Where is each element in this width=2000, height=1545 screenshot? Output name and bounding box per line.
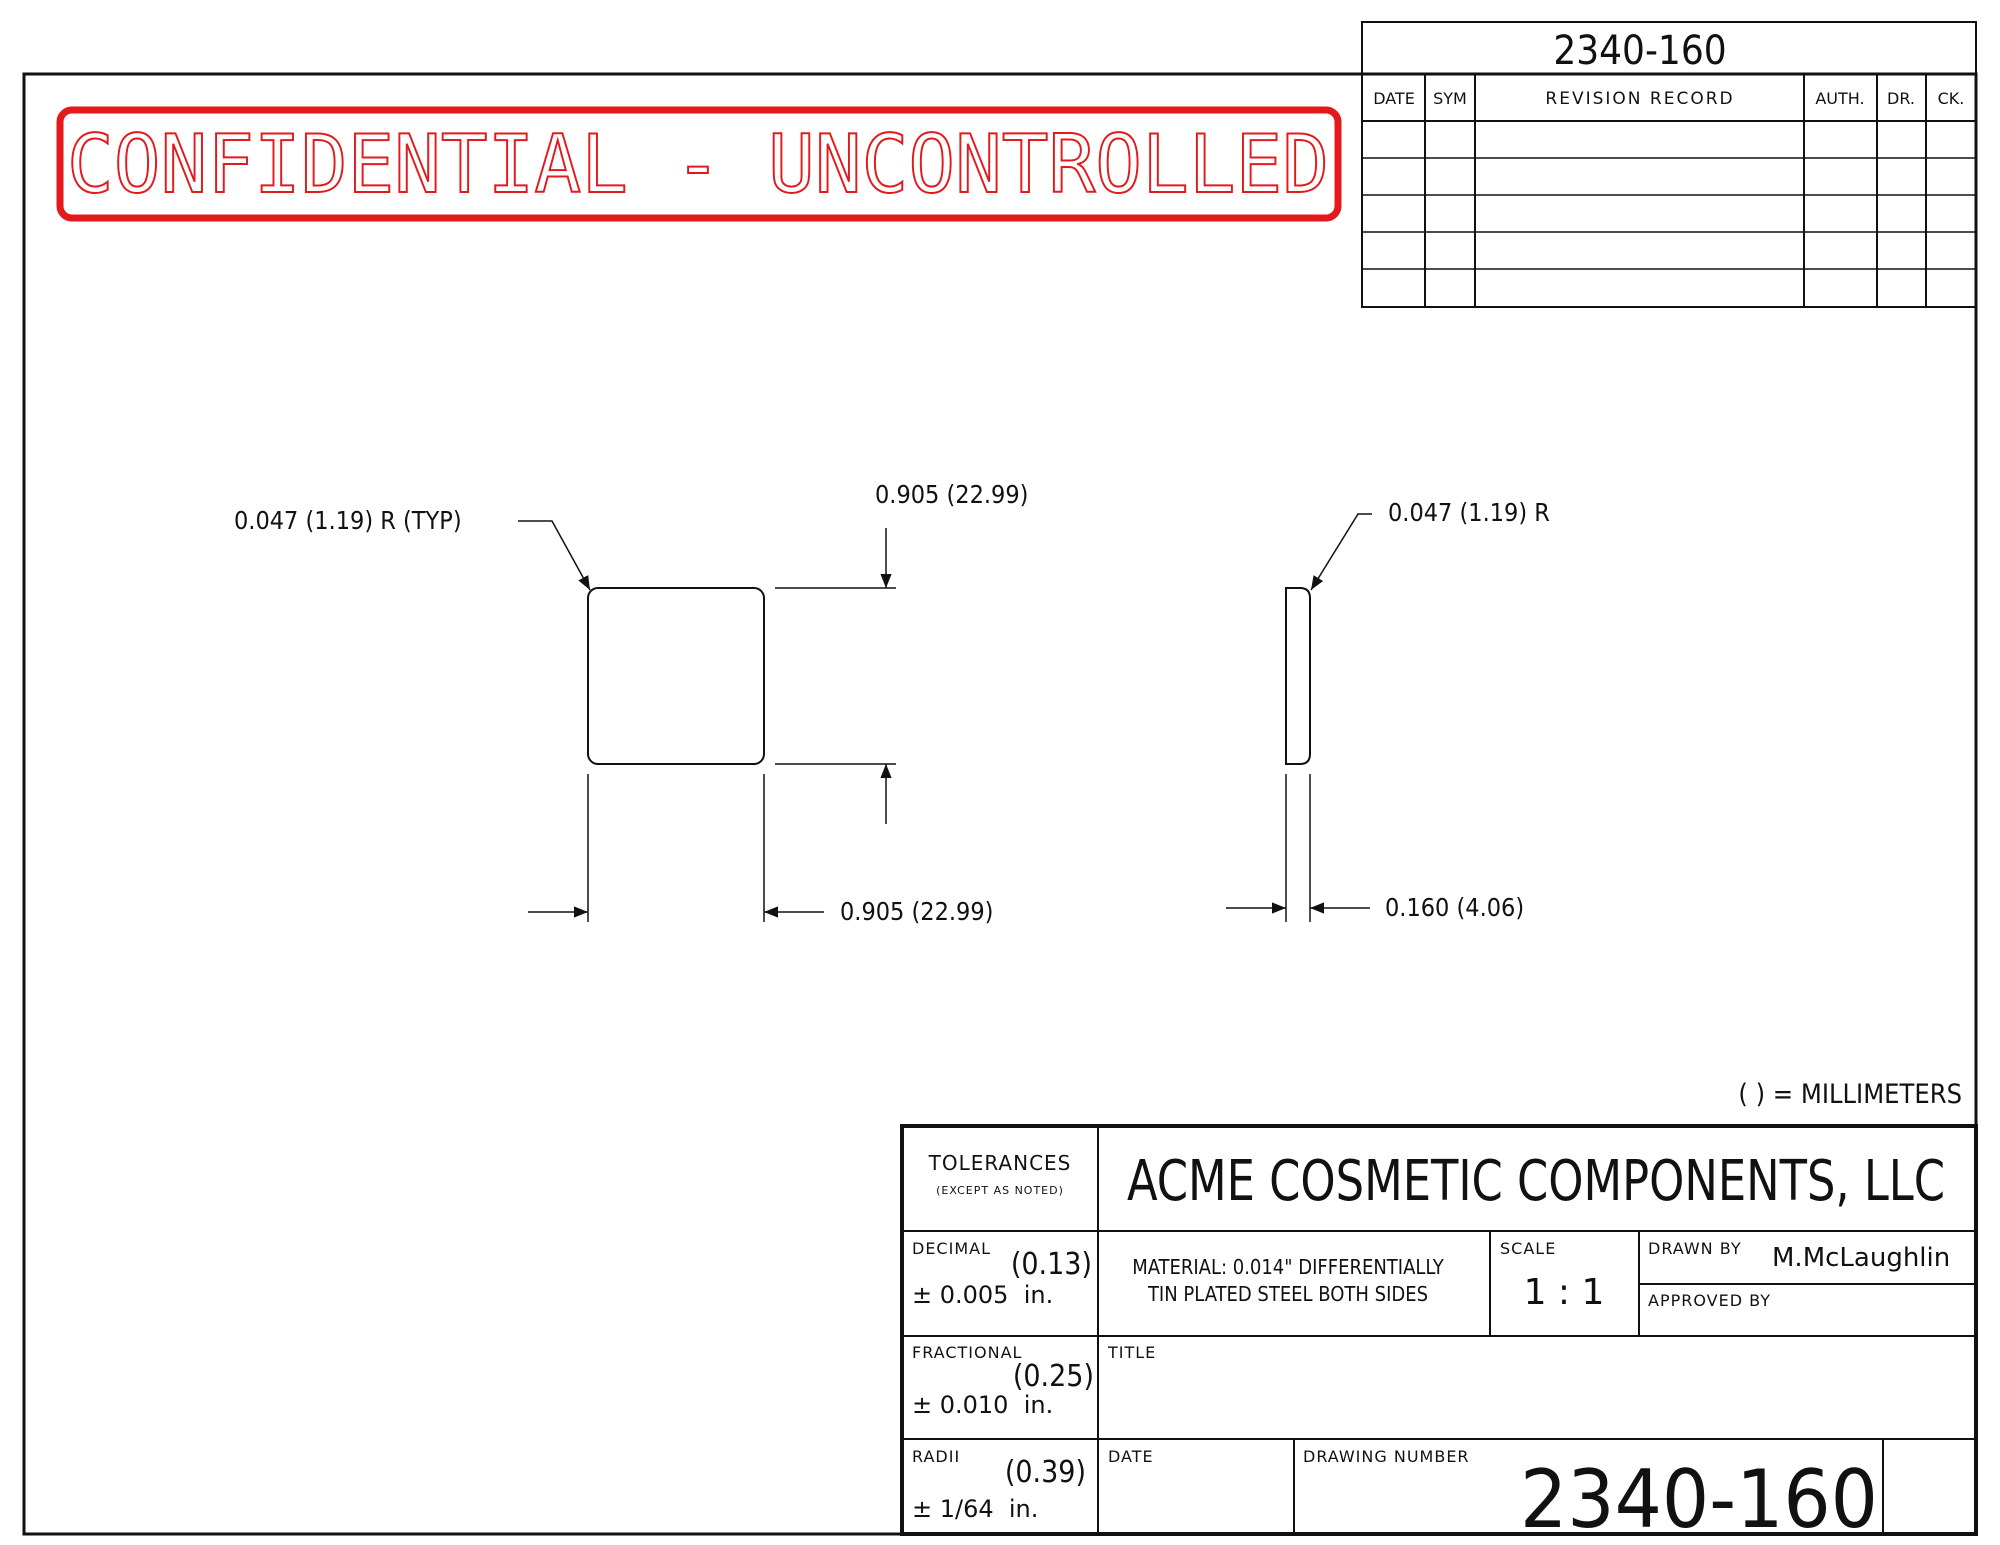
drawing-border (22, 72, 1978, 1536)
radii-label: RADII (912, 1447, 960, 1466)
rev-header-date: DATE (1373, 89, 1415, 108)
material-line-1: MATERIAL: 0.014" DIFFERENTIALLY (1132, 1255, 1445, 1279)
stamp-text: CONFIDENTIAL - UNCONTROLLED (67, 118, 1329, 211)
front-radius-leader (518, 520, 591, 591)
company-name: ACME COSMETIC COMPONENTS, LLC (1127, 1149, 1945, 1214)
top-number-box: 2340-160 (1361, 21, 1977, 75)
radii-mm: (0.39) (1005, 1455, 1086, 1490)
decimal-mm: (0.13) (1011, 1247, 1092, 1282)
front-height-label: 0.905 (22.99) (875, 480, 1028, 509)
decimal-label: DECIMAL (912, 1239, 991, 1258)
tolerances-label: TOLERANCES (928, 1151, 1072, 1175)
material-line-2: TIN PLATED STEEL BOTH SIDES (1147, 1282, 1428, 1306)
date-label: DATE (1108, 1447, 1154, 1466)
side-view: 0.047 (1.19) R 0.160 (4.06) (1226, 498, 1550, 922)
rev-header-sym: SYM (1433, 89, 1467, 108)
side-radius-leader (1310, 513, 1372, 591)
top-drawing-number: 2340-160 (1553, 28, 1726, 74)
decimal-in: ± 0.005 in. (912, 1281, 1053, 1309)
side-thickness-label: 0.160 (4.06) (1385, 893, 1524, 922)
approved-by-label: APPROVED BY (1648, 1291, 1771, 1310)
revision-block: DATE SYM REVISION RECORD AUTH. DR. CK. (1361, 73, 1977, 308)
scale-value: 1 : 1 (1524, 1272, 1605, 1313)
confidential-stamp: CONFIDENTIAL - UNCONTROLLED (56, 106, 1342, 222)
front-radius-label: 0.047 (1.19) R (TYP) (234, 506, 462, 535)
fractional-in: ± 0.010 in. (912, 1391, 1053, 1419)
rev-header-auth: AUTH. (1815, 89, 1864, 108)
tolerances-sub: (EXCEPT AS NOTED) (936, 1184, 1064, 1197)
side-radius-label: 0.047 (1.19) R (1388, 498, 1550, 527)
title-label: TITLE (1107, 1343, 1156, 1362)
fractional-mm: (0.25) (1013, 1359, 1094, 1394)
drawing-number: 2340-160 (1520, 1453, 1878, 1545)
side-view-outline (1285, 587, 1311, 765)
rev-header-ck: CK. (1938, 89, 1965, 108)
radii-in: ± 1/64 in. (912, 1495, 1038, 1523)
front-view: 0.047 (1.19) R (TYP) 0.905 (22.99) 0.905… (234, 480, 1028, 926)
rev-header-record: REVISION RECORD (1545, 89, 1734, 109)
front-view-outline (587, 587, 765, 765)
front-width-label: 0.905 (22.99) (840, 897, 993, 926)
drawn-by-label: DRAWN BY (1648, 1239, 1742, 1258)
units-note: ( ) = MILLIMETERS (1738, 1079, 1962, 1110)
fractional-label: FRACTIONAL (912, 1343, 1022, 1362)
drawn-by-value: M.McLaughlin (1772, 1243, 1950, 1273)
rev-header-dr: DR. (1887, 89, 1915, 108)
scale-label: SCALE (1500, 1239, 1556, 1258)
drawing-number-label: DRAWING NUMBER (1303, 1447, 1470, 1466)
title-block: TOLERANCES (EXCEPT AS NOTED) ACME COSMET… (900, 1124, 1978, 1545)
